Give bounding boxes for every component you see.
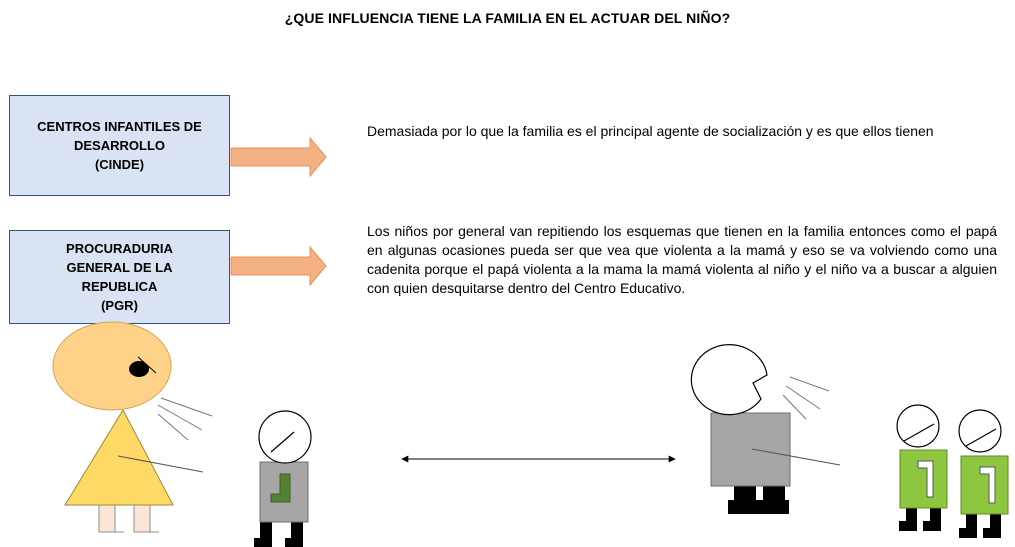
org-box-cinde-line-3: (CINDE) [94, 157, 145, 172]
father-shoe-left [728, 500, 760, 514]
child-green-1-foot-right [930, 507, 941, 531]
child-green-1-mouth [903, 423, 935, 442]
child-gray-hands [270, 473, 291, 503]
child-green-2-head [958, 409, 1002, 453]
child-green-1-shoe-left [899, 521, 913, 531]
org-box-pgr: PROCURADURIA GENERAL DE LA REPUBLICA (PG… [9, 230, 230, 324]
mother-brow [137, 356, 157, 374]
child-green-2-foot-left [966, 512, 977, 538]
org-box-pgr-line-4: (PGR) [101, 298, 138, 313]
block-arrow-pgr [230, 245, 327, 287]
father-shoe-right [757, 500, 789, 514]
child-gray-shoe-right [285, 538, 297, 547]
mother-shout-line-1 [160, 397, 213, 417]
father-shout-line-3 [782, 394, 807, 420]
child-figure-green-1 [896, 404, 948, 531]
father-arm [751, 448, 841, 466]
child-green-1-hands [917, 460, 934, 498]
mother-figure [52, 321, 213, 533]
mother-shout-line-2 [157, 404, 203, 431]
child-green-2-body [960, 455, 1009, 515]
page-title: ¿QUE INFLUENCIA TIENE LA FAMILIA EN EL A… [284, 10, 731, 26]
mother-arm [117, 455, 204, 473]
org-box-pgr-line-2: GENERAL DE LA [66, 260, 173, 275]
mother-shout-line-3 [157, 413, 189, 441]
child-green-1-shoe-right [923, 521, 937, 531]
child-green-2-shoe-right [983, 528, 997, 538]
child-green-1-foot-left [906, 507, 917, 531]
block-arrow-cinde [230, 136, 327, 178]
child-green-2-foot-right [990, 512, 1001, 538]
father-shout-line-2 [785, 385, 821, 410]
org-box-cinde-line-1: CENTROS INFANTILES DE [37, 119, 202, 134]
child-green-2-mouth [965, 428, 997, 447]
mother-eye [129, 361, 149, 377]
org-box-cinde: CENTROS INFANTILES DE DESARROLLO (CINDE) [9, 95, 230, 196]
child-green-2-hands [979, 466, 996, 504]
child-green-1-head [896, 404, 940, 448]
org-box-cinde-line-2: DESARROLLO [74, 138, 165, 153]
child-green-2-shoe-left [959, 528, 973, 538]
mother-head [52, 321, 172, 411]
child-gray-shoe-left [254, 538, 266, 547]
answer-pgr-text: Los niños por general van repitiendo los… [367, 223, 997, 296]
org-box-pgr-line-3: REPUBLICA [81, 279, 158, 294]
father-figure [690, 344, 841, 514]
father-head [690, 344, 768, 416]
father-body [710, 412, 791, 487]
father-shout-line-1 [789, 376, 830, 392]
child-gray-head [258, 410, 312, 464]
child-figure-gray [254, 410, 312, 547]
child-green-1-body [899, 449, 948, 509]
answer-cinde-text: Demasiada por lo que la familia es el pr… [367, 123, 934, 139]
mother-dress [64, 408, 174, 506]
org-box-pgr-line-1: PROCURADURIA [66, 241, 173, 256]
child-gray-mouth [270, 431, 295, 453]
child-figure-green-2 [958, 409, 1009, 538]
